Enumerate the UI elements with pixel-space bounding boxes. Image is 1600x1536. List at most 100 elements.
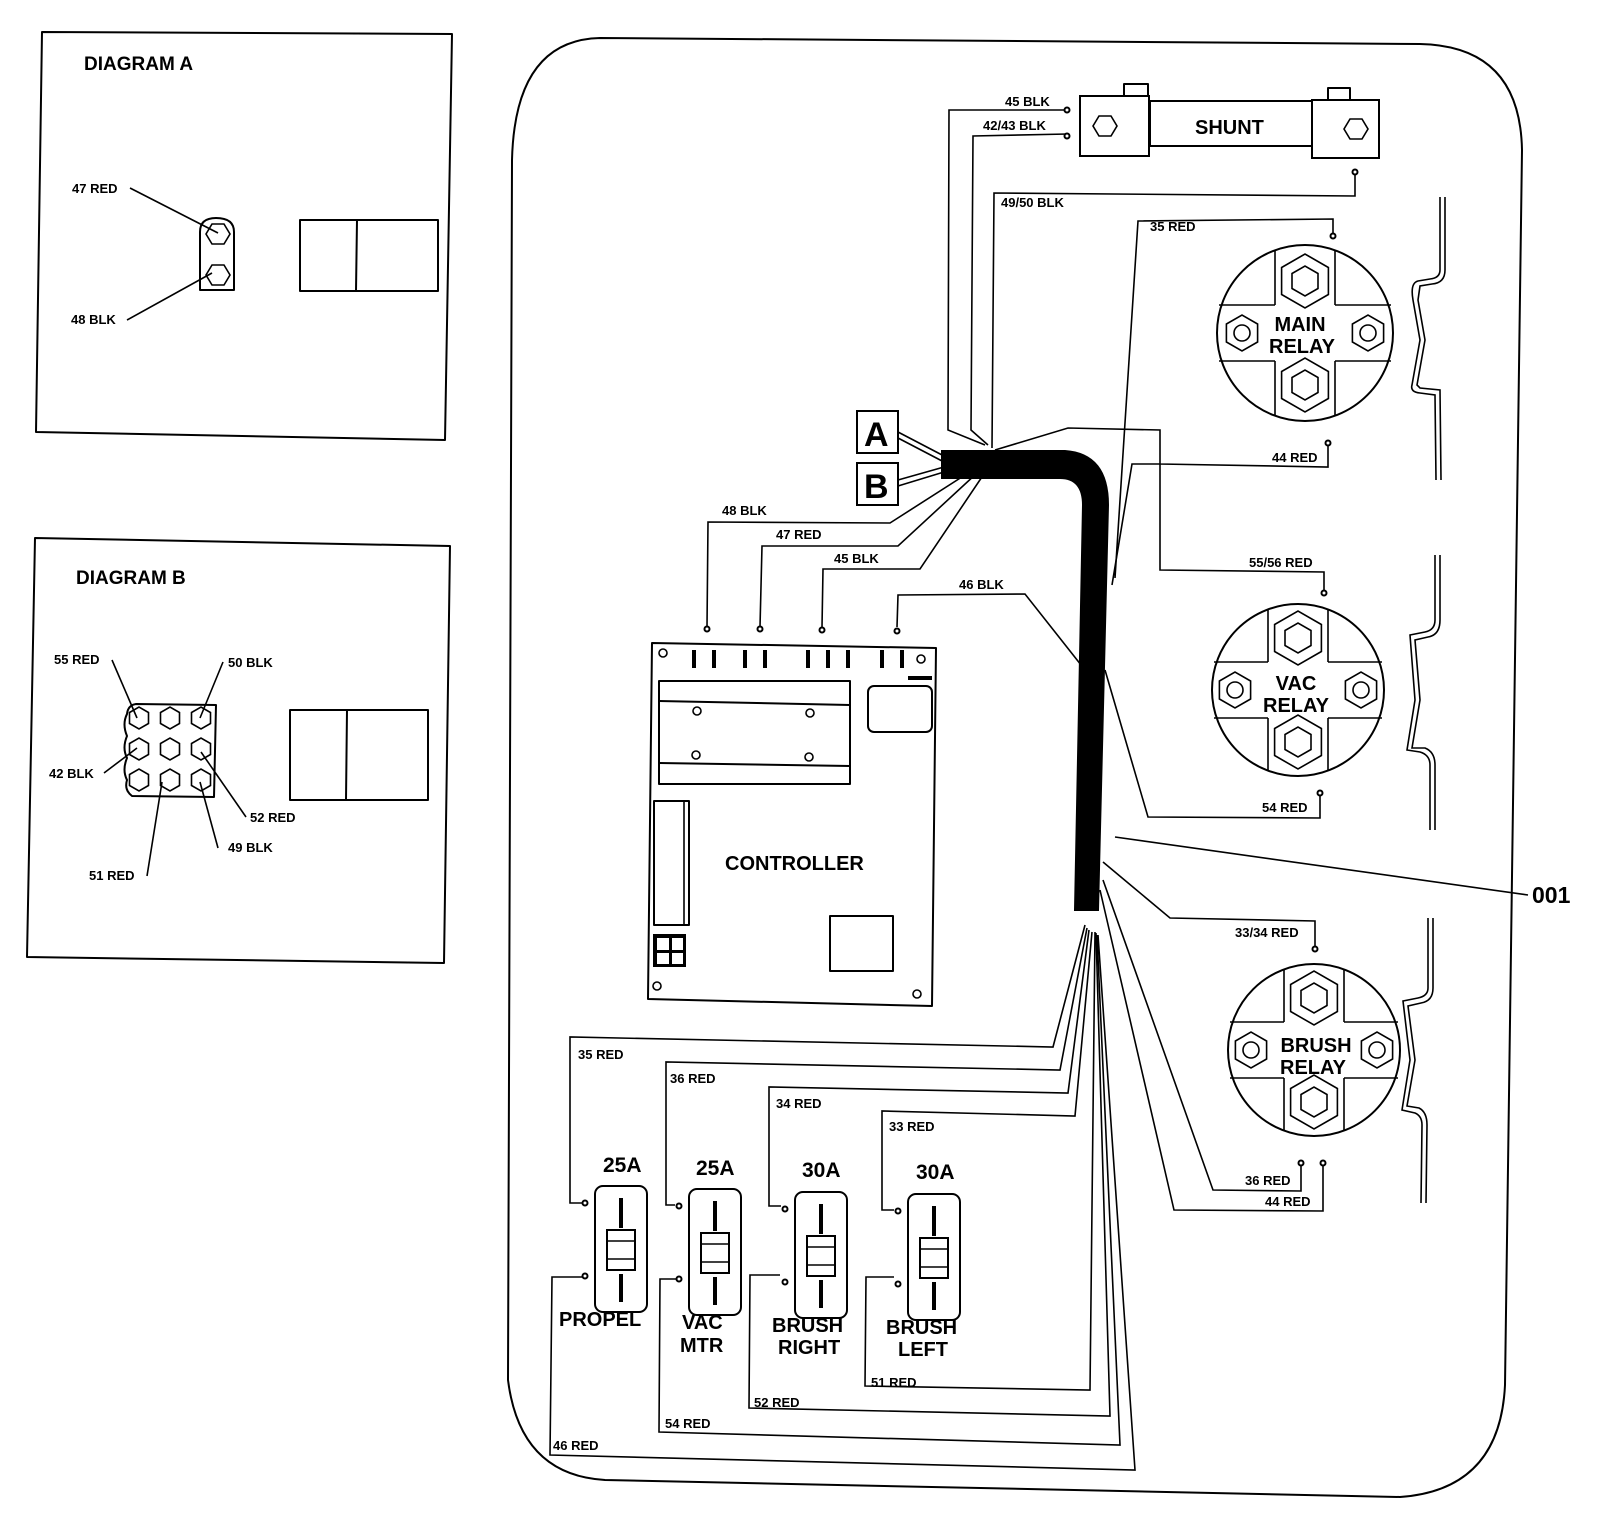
breaker-vac-mtr[interactable]: 25A VAC MTR — [675, 1157, 742, 1357]
brush-relay-label-line2: RELAY — [1280, 1057, 1347, 1079]
diagram-b-panel: DIAGRAM B 55 RED 50 BLK 42 BLK 52 RED 49… — [26, 537, 451, 964]
relay-terminal-nut — [1289, 970, 1339, 1026]
vac-relay — [1211, 603, 1385, 777]
wire-label-44-red-main: 44 RED — [1272, 450, 1318, 465]
main-panel-outline — [507, 37, 1523, 1498]
leader-50-blk — [199, 661, 224, 719]
callout-001: 001 — [1114, 836, 1571, 908]
vac-relay-wires: 55/56 RED 54 RED — [1104, 464, 1328, 819]
wire-label-54-red: 54 RED — [665, 1416, 711, 1431]
breaker-brush-right-rating: 30A — [802, 1159, 841, 1182]
breaker-terminal-in — [675, 1202, 683, 1210]
breaker-terminal-out — [581, 1272, 589, 1280]
connector-a[interactable]: A — [856, 410, 945, 463]
wire-label-52-red: 52 RED — [754, 1395, 800, 1410]
breaker-toggle[interactable] — [919, 1237, 949, 1279]
breaker-terminal-out — [781, 1278, 789, 1286]
wire-label-49-50-blk: 49/50 BLK — [1001, 195, 1064, 210]
breaker-brush-right-label-line1: BRUSH — [772, 1315, 843, 1337]
relay-terminal-nut — [1273, 714, 1323, 770]
diagram-b-connector-outline — [289, 709, 429, 801]
callout-label: 001 — [1532, 882, 1571, 908]
leader-52-red — [200, 751, 247, 818]
main-relay-label-line2: RELAY — [1269, 336, 1336, 358]
relay-terminal-nut — [1280, 357, 1330, 413]
relay-terminal-nut — [1280, 253, 1330, 309]
leader-49-blk — [199, 781, 219, 849]
breaker-toggle[interactable] — [700, 1232, 730, 1274]
wire-label-35-red-main: 35 RED — [1150, 219, 1196, 234]
leader-42-blk — [103, 747, 138, 774]
breaker-toggle[interactable] — [806, 1235, 836, 1277]
relay-terminal-nut — [1273, 610, 1323, 666]
terminal-hole — [128, 706, 150, 730]
terminal-hole — [190, 768, 212, 792]
main-relay-wires: 35 RED 44 RED — [994, 218, 1337, 586]
diagram-a-terminal-block — [199, 217, 235, 291]
breaker-propel[interactable]: 25A PROPEL — [559, 1154, 648, 1331]
diagram-a-connector-outline — [299, 219, 439, 292]
connector-b[interactable]: B — [856, 462, 945, 506]
wire-label-35-red: 35 RED — [578, 1047, 624, 1062]
wire-harness — [941, 450, 1110, 911]
wire-label-36-red: 36 RED — [670, 1071, 716, 1086]
breaker-brush-left-label-line1: BRUSH — [886, 1317, 957, 1339]
wire-label-33-34-red: 33/34 RED — [1235, 925, 1299, 940]
wire-label-51-red: 51 RED — [871, 1375, 917, 1390]
wire-label-33-red: 33 RED — [889, 1119, 935, 1134]
terminal-hole — [190, 706, 212, 730]
terminal-hole — [190, 737, 212, 761]
main-relay — [1216, 244, 1394, 422]
breaker-propel-label: PROPEL — [559, 1309, 641, 1331]
diagram-b-label-49-blk: 49 BLK — [228, 840, 273, 855]
diagram-a-label-47-red: 47 RED — [72, 181, 118, 196]
breaker-propel-rating: 25A — [603, 1154, 642, 1177]
terminal-hole — [159, 706, 181, 730]
vac-relay-label-line1: VAC — [1276, 673, 1317, 695]
relay-coil-nut — [1360, 1031, 1394, 1069]
breaker-vac-mtr-label-line1: VAC — [682, 1312, 723, 1334]
brush-relay-label-line1: BRUSH — [1280, 1035, 1351, 1057]
relay-coil-nut — [1344, 671, 1378, 709]
diagram-a-panel: DIAGRAM A 47 RED 48 BLK — [35, 31, 453, 441]
diagram-a-title: DIAGRAM A — [84, 54, 193, 75]
wire-label-42-43-blk: 42/43 BLK — [983, 118, 1046, 133]
leader-55-red — [111, 659, 138, 719]
svg-text:A: A — [864, 416, 889, 454]
shunt-wires: 45 BLK 42/43 BLK 49/50 BLK — [947, 94, 1359, 449]
diagram-b-label-51-red: 51 RED — [89, 868, 135, 883]
wire-label-47-red: 47 RED — [776, 527, 822, 542]
wire-label-36-red-brush: 36 RED — [1245, 1173, 1291, 1188]
main-relay-label-line1: MAIN — [1274, 314, 1325, 336]
diagram-b-label-52-red: 52 RED — [250, 810, 296, 825]
relay-mounting-brackets — [1401, 197, 1446, 1204]
breaker-brush-right[interactable]: 30A BRUSH RIGHT — [772, 1159, 848, 1359]
vac-relay-label-line2: RELAY — [1263, 695, 1330, 717]
breaker-toggle[interactable] — [606, 1229, 636, 1271]
shunt: SHUNT — [1079, 83, 1380, 159]
brush-relay — [1227, 963, 1401, 1137]
terminal-hole — [159, 768, 181, 792]
terminal-hole — [128, 768, 150, 792]
diagram-a-label-48-blk: 48 BLK — [71, 312, 116, 327]
relay-coil-nut — [1234, 1031, 1268, 1069]
diagram-b-title: DIAGRAM B — [76, 568, 186, 589]
terminal-hole — [128, 737, 150, 761]
leader-51-red — [146, 781, 163, 877]
breaker-terminal-in — [894, 1207, 902, 1215]
controller: CONTROLLER — [647, 642, 937, 1007]
relay-body — [1227, 963, 1401, 1137]
wire-label-44-red-brush: 44 RED — [1265, 1194, 1311, 1209]
diagram-b-terminal-block — [123, 703, 217, 798]
relay-terminal-nut — [1289, 1074, 1339, 1130]
wire-label-48-blk: 48 BLK — [722, 503, 767, 518]
breaker-brush-left[interactable]: 30A BRUSH LEFT — [886, 1161, 961, 1361]
relay-body — [1216, 244, 1394, 422]
wire-label-34-red: 34 RED — [776, 1096, 822, 1111]
wire-label-54-red-vac: 54 RED — [1262, 800, 1308, 815]
breaker-vac-mtr-rating: 25A — [696, 1157, 735, 1180]
wire-label-46-red: 46 RED — [553, 1438, 599, 1453]
diagram-b-label-55-red: 55 RED — [54, 652, 100, 667]
diagram-b-label-50-blk: 50 BLK — [228, 655, 273, 670]
breaker-terminal-out — [894, 1280, 902, 1288]
